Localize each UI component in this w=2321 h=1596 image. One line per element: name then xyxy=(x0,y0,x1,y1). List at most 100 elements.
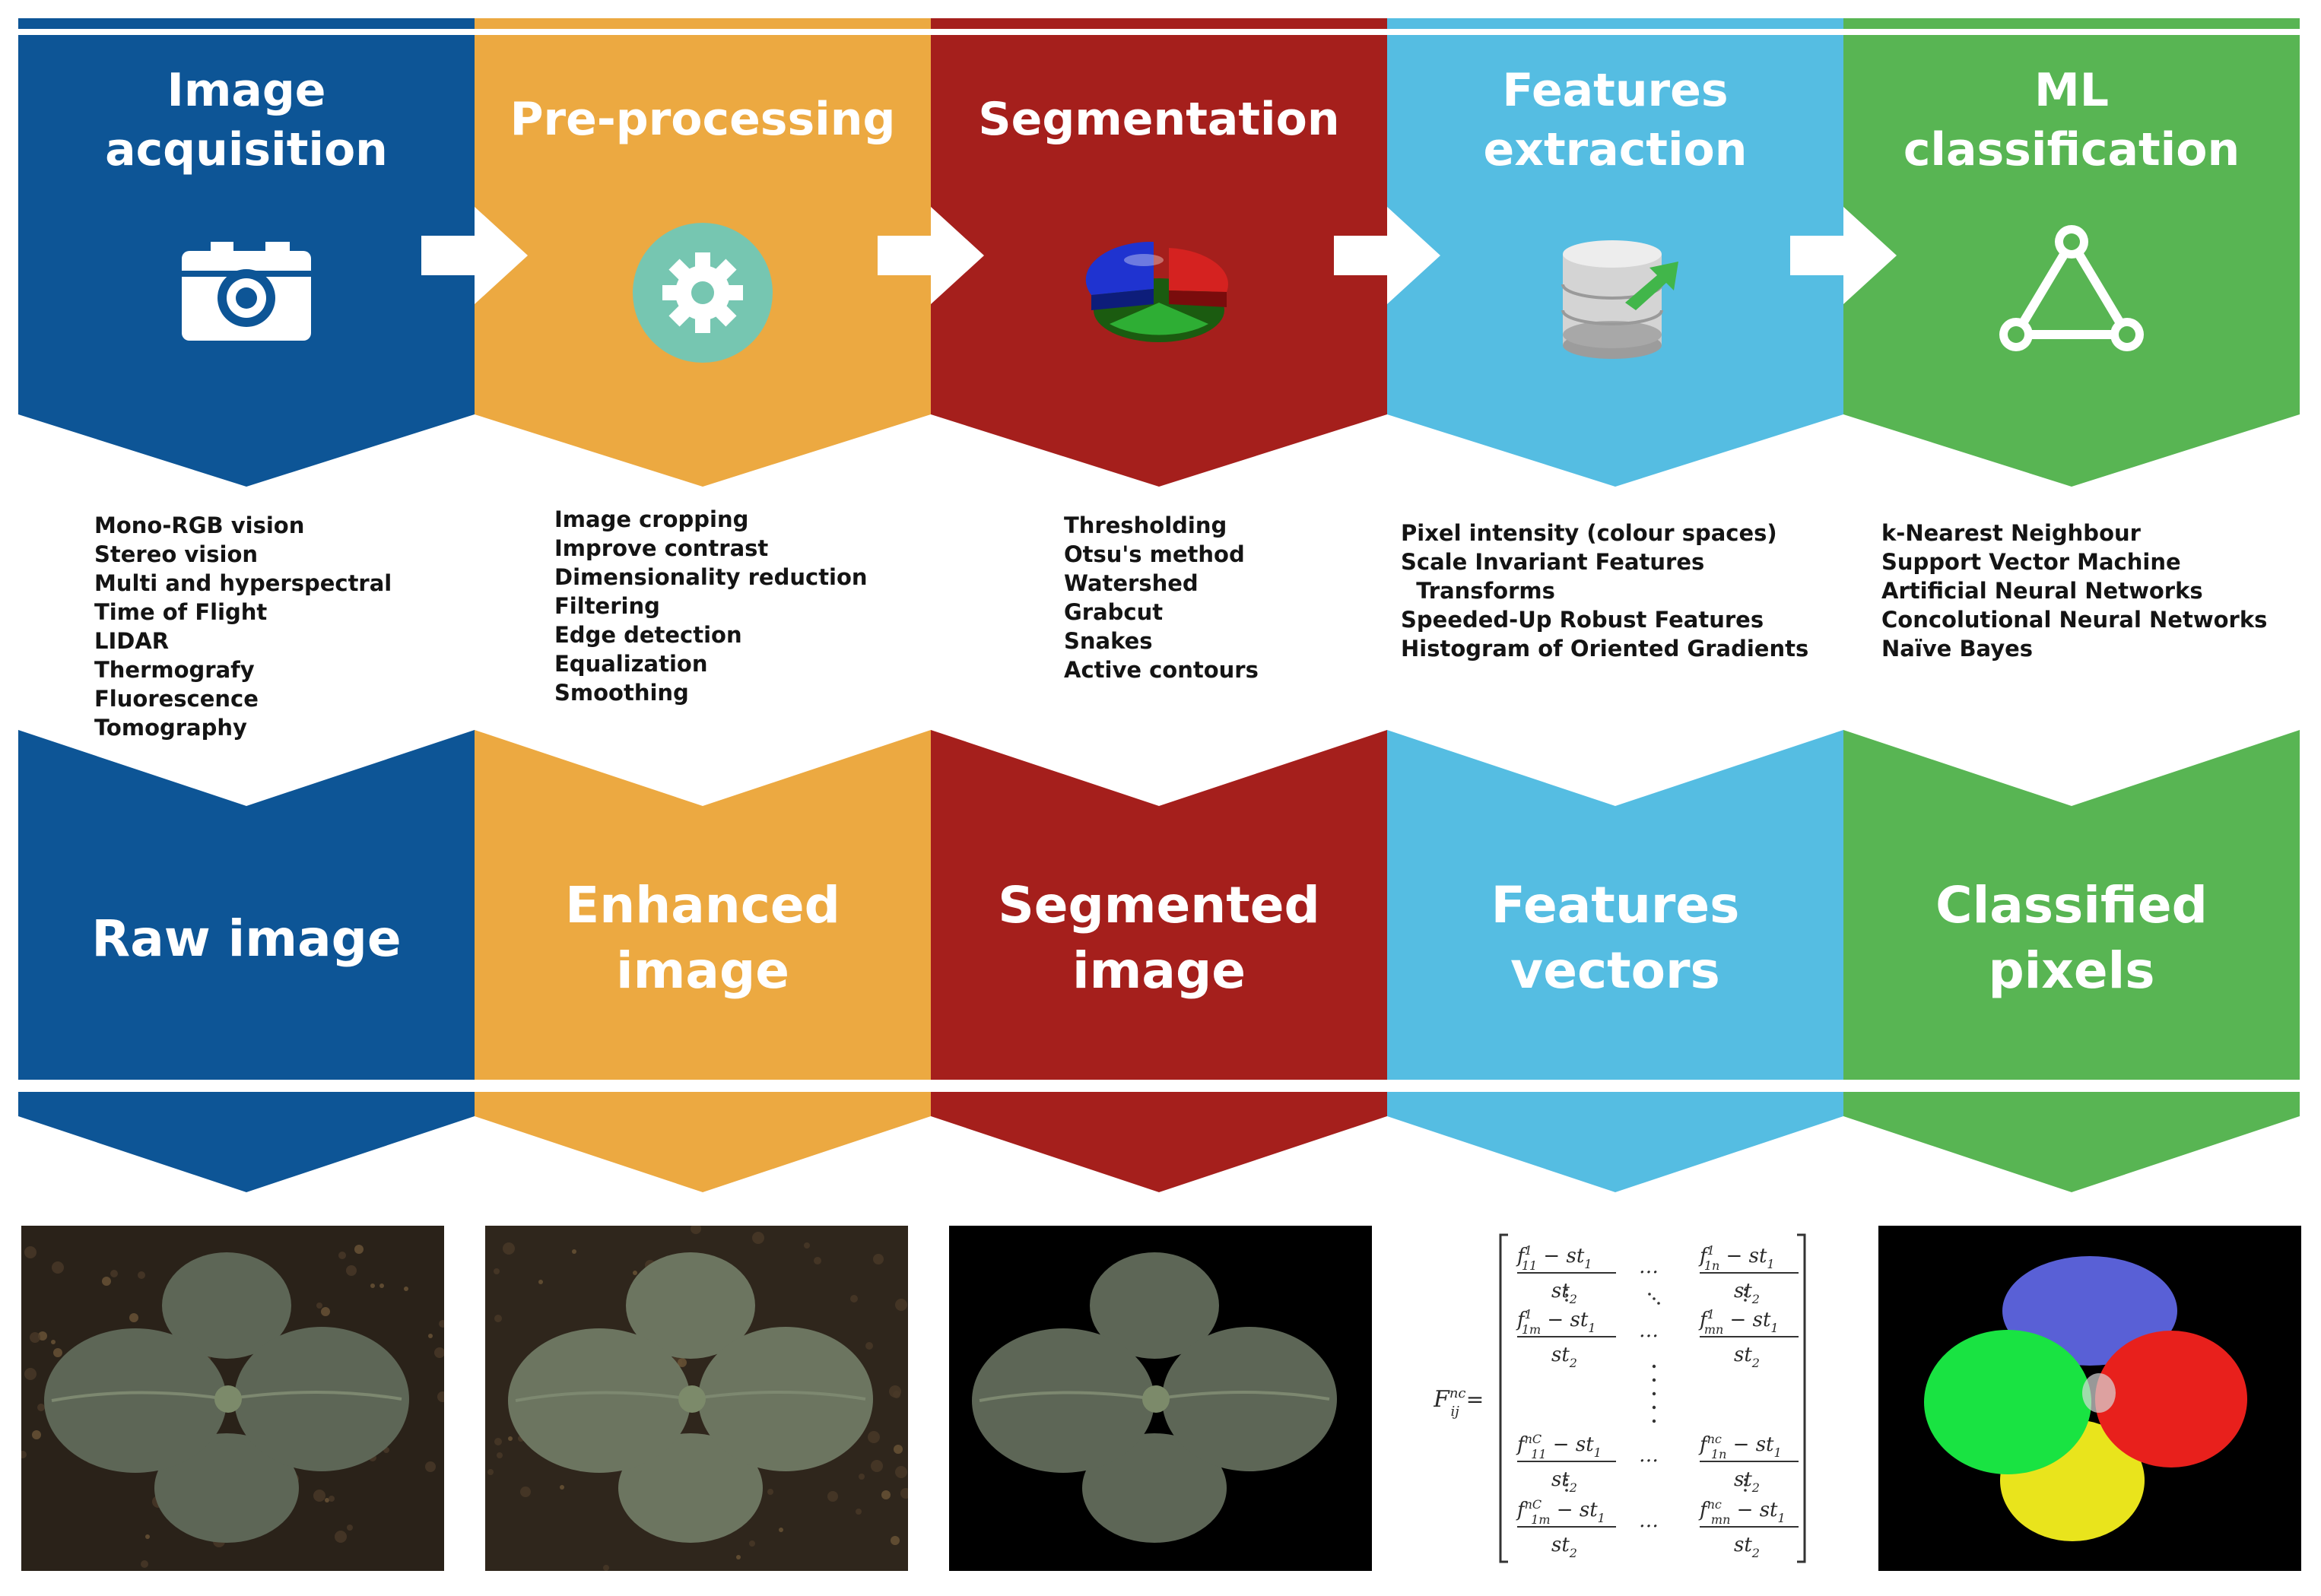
enhanced-plant-photo xyxy=(485,1226,908,1571)
method-item: Naïve Bayes xyxy=(1881,636,2034,662)
top-band xyxy=(18,18,475,29)
matrix-hdots: … xyxy=(1639,1509,1659,1532)
stage-title-line: Pre-processing xyxy=(510,93,896,146)
stage-title-line: Features xyxy=(1502,64,1729,117)
method-item: Edge detection xyxy=(554,622,742,648)
matrix-denominator: st2 xyxy=(1734,1534,1760,1560)
flow-arrow-icon xyxy=(878,207,984,304)
method-item: Active contours xyxy=(1064,657,1259,683)
method-item: Artificial Neural Networks xyxy=(1881,578,2203,604)
triangle-network-icon xyxy=(1992,221,2151,365)
method-item: Multi and hyperspectral xyxy=(94,570,392,596)
stage-title-line: extraction xyxy=(1483,123,1748,176)
bottom-chevron xyxy=(1843,1092,2300,1192)
method-item: k-Nearest Neighbour xyxy=(1881,520,2141,546)
method-item: Equalization xyxy=(554,651,708,677)
pie-chart-icon xyxy=(1079,221,1239,365)
classified-pixels-map xyxy=(1878,1226,2301,1571)
method-item: Speeded-Up Robust Features xyxy=(1401,607,1764,633)
matrix-hdots: … xyxy=(1639,1255,1659,1278)
matrix-denominator: st2 xyxy=(1734,1280,1760,1306)
stage-title: Features extraction xyxy=(1387,61,1843,179)
stage-output-panel xyxy=(18,730,475,1080)
bottom-chevron xyxy=(475,1092,931,1192)
method-item: Otsu's method xyxy=(1064,541,1245,567)
stage-background xyxy=(1843,18,2300,1192)
stage-title-line: ML xyxy=(2034,64,2109,117)
method-item: Filtering xyxy=(554,593,660,619)
matrix-hdots: … xyxy=(1639,1444,1659,1467)
matrix-denominator: st2 xyxy=(1551,1344,1577,1370)
stage-background xyxy=(931,18,1387,1192)
stage-title: ML classification xyxy=(1843,61,2300,179)
method-item: Time of Flight xyxy=(94,599,268,625)
method-item: Grabcut xyxy=(1064,599,1164,625)
matrix-right-bracket xyxy=(1797,1233,1806,1563)
method-item: Dimensionality reduction xyxy=(554,564,868,590)
method-item: Image cropping xyxy=(554,506,749,532)
method-item: Watershed xyxy=(1064,570,1199,596)
method-item: Fluorescence xyxy=(94,686,259,712)
output-label-line: Segmented xyxy=(998,876,1320,934)
stage-title: Segmentation xyxy=(931,90,1387,149)
stage-header-chevron xyxy=(931,35,1387,487)
method-item: Pixel intensity (colour spaces) xyxy=(1401,520,1777,546)
gear-icon xyxy=(623,221,783,365)
segmented-plant-photo xyxy=(949,1226,1372,1571)
flow-arrow-icon xyxy=(1790,207,1897,304)
output-label-line: image xyxy=(616,941,789,1000)
stage-output-panel xyxy=(475,730,931,1080)
method-item: Mono-RGB vision xyxy=(94,512,305,538)
matrix-denominator: st2 xyxy=(1734,1344,1760,1370)
stage-output-panel xyxy=(931,730,1387,1080)
database-icon xyxy=(1535,221,1695,365)
flow-arrow-icon xyxy=(421,207,528,304)
matrix-left-bracket xyxy=(1499,1233,1508,1563)
stage-title-line: classification xyxy=(1903,123,2240,176)
flow-arrow-icon xyxy=(1334,207,1440,304)
stage-output-panel xyxy=(1387,730,1843,1080)
output-label-line: pixels xyxy=(1988,941,2155,1000)
method-item: Thermografy xyxy=(94,657,255,683)
top-band xyxy=(475,18,931,29)
method-item: Scale Invariant Features xyxy=(1401,549,1705,575)
camera-icon xyxy=(167,221,326,365)
method-list: Pixel intensity (colour spaces) Scale Inv… xyxy=(1401,519,1808,663)
method-item: LIDAR xyxy=(94,628,170,654)
method-item: Smoothing xyxy=(554,680,689,706)
top-band xyxy=(931,18,1387,29)
stage-header-chevron xyxy=(1843,35,2300,487)
output-label-line: Classified xyxy=(1935,876,2208,934)
stage-title: Image acquisition xyxy=(18,61,475,179)
matrix-denominator: st2 xyxy=(1551,1534,1577,1560)
output-label-line: Raw image xyxy=(91,909,402,968)
stage-output-label: Enhanced image xyxy=(475,873,931,1004)
stage-output-label: Raw image xyxy=(18,906,475,972)
top-band xyxy=(1387,18,1843,29)
stage-title-line: acquisition xyxy=(105,123,388,176)
matrix-denominator: st2 xyxy=(1734,1468,1760,1495)
raw-plant-photo xyxy=(21,1226,444,1571)
bottom-chevron xyxy=(931,1092,1387,1192)
stage-title-line: Image xyxy=(167,64,326,117)
method-item: Support Vector Machine xyxy=(1881,549,2181,575)
method-item: Histogram of Oriented Gradients xyxy=(1401,636,1809,662)
output-label-line: Enhanced xyxy=(565,876,840,934)
